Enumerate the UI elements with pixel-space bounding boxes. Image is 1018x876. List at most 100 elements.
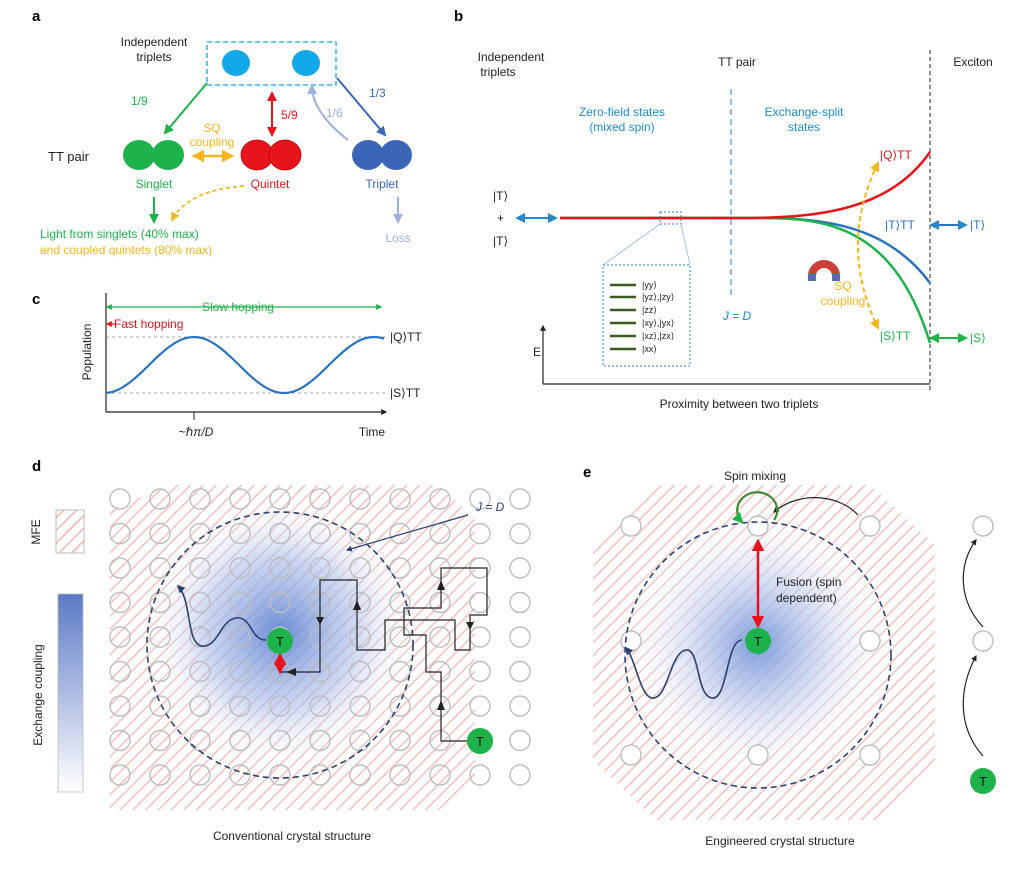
e-site [620, 515, 642, 537]
d-site [149, 557, 171, 579]
d-site [509, 626, 531, 648]
e-lattice [620, 515, 994, 766]
b-x-axis-label: Proximity between two triplets [660, 397, 819, 411]
level-yz: |yz⟩,|zy⟩ [642, 292, 674, 302]
population-oscillation-curve [105, 335, 385, 395]
zero-field-label-1: Zero-field states [579, 105, 665, 119]
d-site [309, 729, 331, 752]
fusion-label-1: Fusion (spin [776, 575, 841, 589]
mfe-legend-swatch [55, 509, 85, 554]
d-site [149, 488, 171, 510]
independent-triplets-label-1: Independent [121, 35, 188, 49]
fraction-1-6: 1/6 [326, 106, 343, 120]
d-site [469, 488, 491, 510]
c-s-label: |S⟩TT [390, 386, 421, 400]
d-site [229, 626, 251, 648]
d-site [509, 764, 531, 786]
d-site [389, 660, 411, 683]
exchange-split-label-2: states [788, 120, 820, 134]
d-site [229, 488, 251, 510]
magnet-icon [808, 260, 840, 281]
coupling-label-b: coupling [821, 294, 866, 308]
d-site [189, 626, 211, 648]
d-j-eq-d-circle [146, 511, 414, 779]
independent-triplet-circle-left [222, 50, 250, 76]
e-emission-wave [624, 639, 743, 699]
triplet-circle-left [352, 140, 384, 170]
zero-field-label-2: (mixed spin) [589, 120, 654, 134]
triplet-label: Triplet [366, 177, 400, 191]
quintet-tt-curve [560, 151, 932, 220]
q-tt-label-b: |Q⟩TT [880, 148, 912, 162]
spin-mixing-loop [731, 491, 779, 524]
d-path-arrowhead-3 [466, 622, 474, 630]
d-site [469, 764, 491, 786]
e-site [859, 744, 881, 766]
independent-triplet-circle-right [292, 50, 320, 76]
fraction-1-3: 1/3 [369, 86, 386, 100]
d-site [389, 522, 411, 545]
e-hop-arrow-1 [962, 654, 984, 757]
d-path-arrowhead-6 [286, 668, 296, 676]
d-triplet-center-label: T [276, 634, 284, 649]
d-site [429, 626, 451, 648]
d-site [229, 660, 251, 683]
panel-label-b: b [454, 8, 463, 25]
b-exciton-label: Exciton [953, 55, 992, 69]
panel-c: c Slow hopping Fast hopping |Q⟩TT |S⟩TT … [32, 291, 422, 439]
d-site [389, 557, 411, 579]
d-site [189, 695, 211, 717]
d-site [389, 764, 411, 786]
d-site [309, 764, 331, 786]
d-site [269, 522, 291, 545]
quintet-circle-right [268, 139, 302, 171]
d-site [429, 488, 451, 510]
level-xy: |xy⟩,|yx⟩ [642, 318, 674, 328]
d-site [349, 660, 371, 683]
exchange-coupling-legend-label: Exchange coupling [31, 644, 45, 745]
d-site [509, 522, 531, 545]
d-caption: Conventional crystal structure [213, 829, 371, 843]
zoom-line-right [680, 223, 691, 266]
zero-field-levels: |yy⟩ |yz⟩,|zy⟩ |zz⟩ |xy⟩,|yx⟩ |xz⟩,|zx⟩ … [610, 280, 674, 354]
mfe-legend-label: MFE [29, 519, 43, 544]
d-triplet-moving-label: T [476, 734, 484, 749]
d-site [229, 764, 251, 786]
exchange-coupling-legend-bar [57, 593, 84, 793]
d-site [149, 626, 171, 648]
ket-t-top: |T⟩ [493, 189, 508, 203]
e-triplet-center-label: T [754, 634, 762, 649]
t-tt-label-b: |T⟩TT [885, 218, 915, 232]
fraction-1-9: 1/9 [131, 94, 148, 108]
d-site [469, 660, 491, 683]
e-hop-arrow-2 [962, 539, 984, 628]
d-site [109, 626, 131, 648]
s-right-label: |S⟩ [970, 331, 986, 345]
d-site [389, 729, 411, 752]
d-site [389, 488, 411, 510]
d-site [509, 729, 531, 752]
d-site [149, 591, 171, 614]
d-site [309, 522, 331, 545]
light-quintets-label: and coupled quintets (80% max) [40, 243, 212, 257]
d-site [509, 660, 531, 683]
singlet-label: Singlet [136, 177, 173, 191]
e-site [620, 630, 642, 652]
panel-label-e: e [583, 464, 591, 481]
e-triplet-center [745, 628, 771, 654]
sq-label-a: SQ [203, 121, 220, 135]
d-site [189, 591, 211, 614]
panel-label-a: a [32, 8, 41, 25]
fraction-5-9: 5/9 [281, 108, 298, 122]
d-site [509, 695, 531, 717]
b-j-eq-d-label: J = D [722, 309, 752, 323]
d-site [309, 695, 331, 717]
d-site [429, 764, 451, 786]
panel-b: b Independent triplets TT pair Exciton Z… [454, 8, 993, 411]
arrow-triplet-back [307, 84, 349, 141]
d-site [389, 626, 411, 648]
e-caption: Engineered crystal structure [705, 834, 855, 848]
spin-mixing-label: Spin mixing [724, 469, 786, 483]
level-xz: |xz⟩,|zx⟩ [642, 331, 674, 341]
